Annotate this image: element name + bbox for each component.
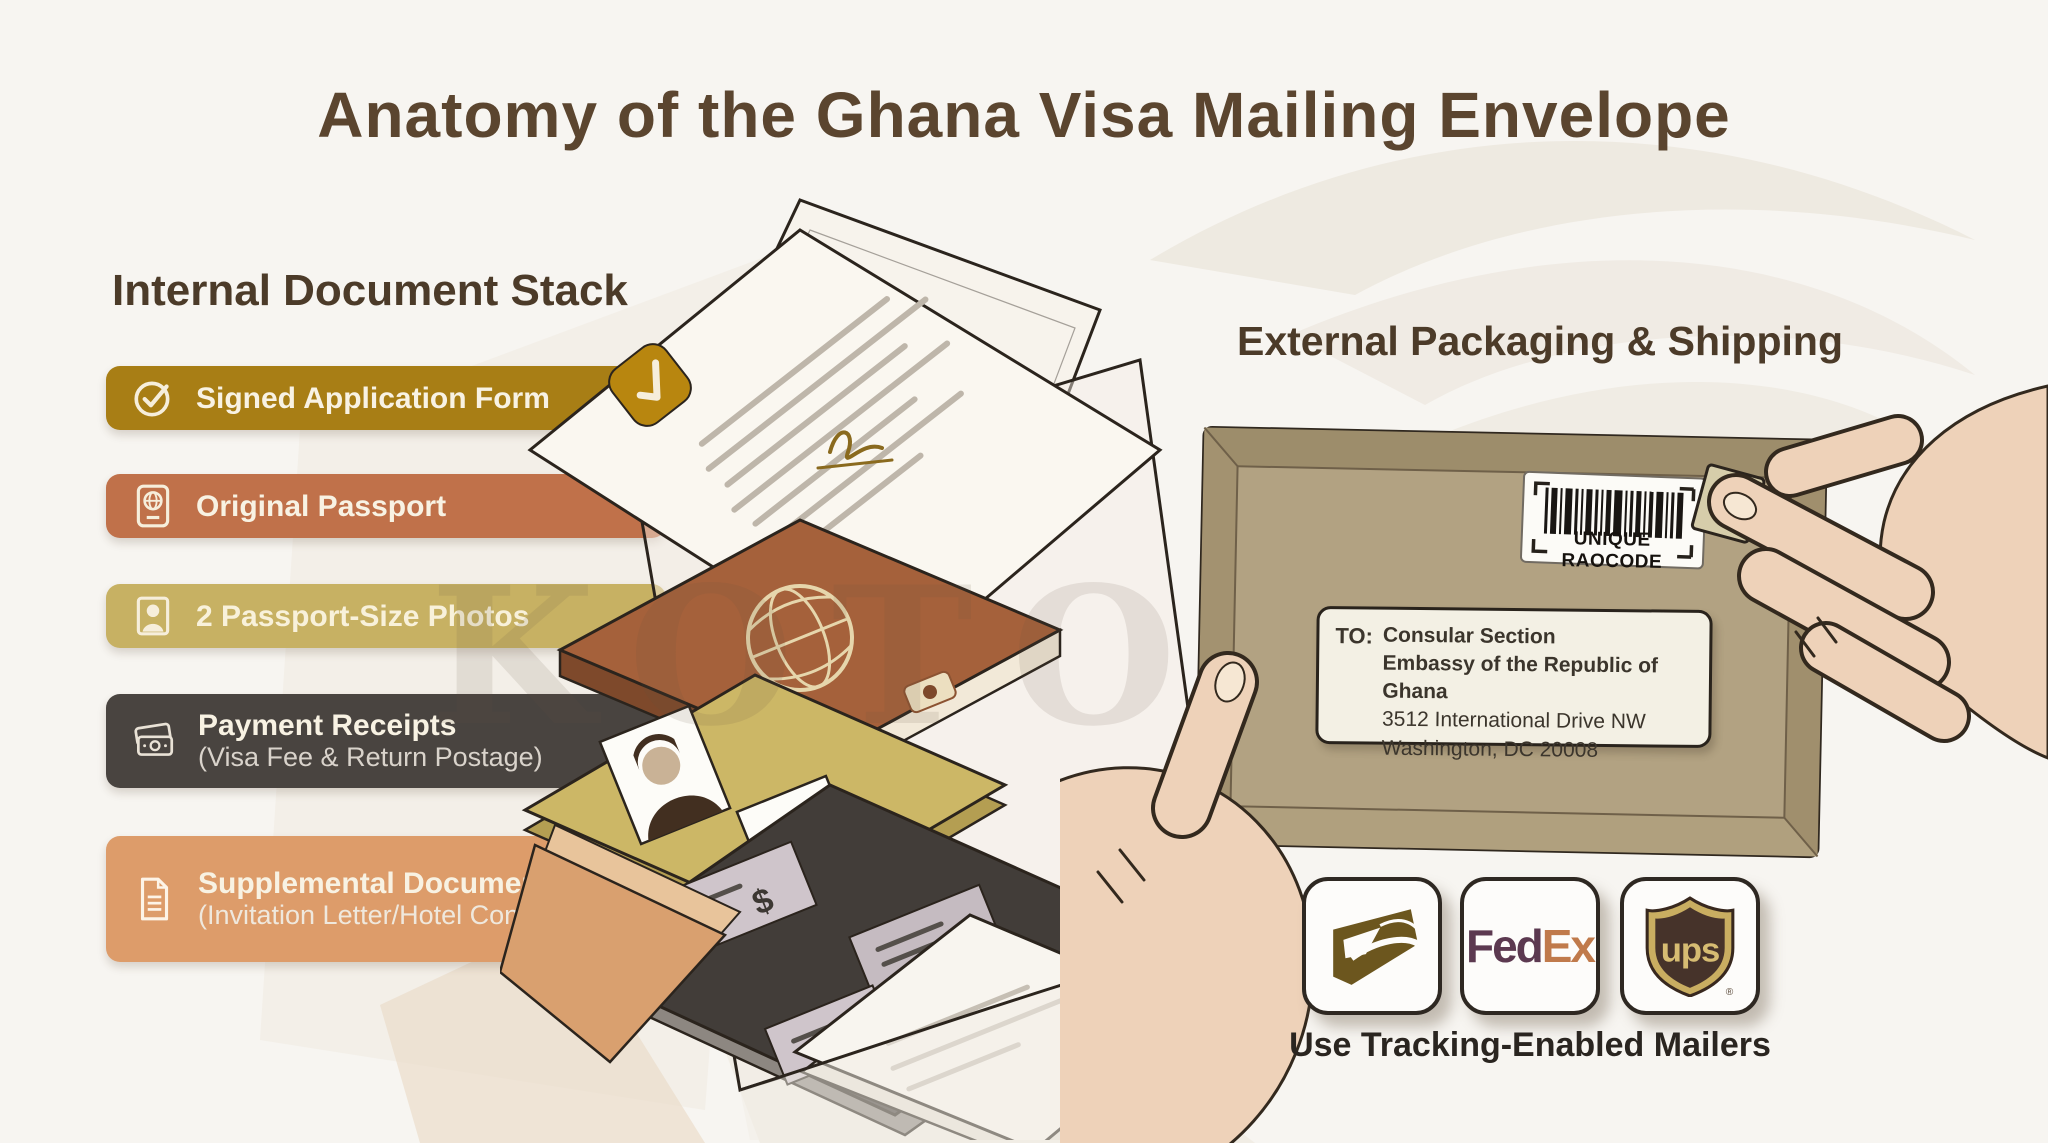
barcode-bars (1543, 487, 1684, 539)
stack-item-label: Signed Application Form (196, 381, 550, 415)
photo-person-icon (136, 596, 170, 636)
address-label: TO: Consular Section Embassy of the Repu… (1315, 605, 1713, 761)
address-line: Consular Section (1382, 623, 1556, 649)
carrier-tile-ups: ups ® (1620, 877, 1760, 1015)
check-circle-icon (134, 381, 170, 417)
tracking-mailers-caption: Use Tracking-Enabled Mailers (1289, 1026, 1771, 1064)
stack-item-label: Payment Receipts (198, 708, 457, 742)
barcode-sticker (1520, 470, 1707, 570)
document-icon (140, 877, 169, 921)
passport-icon (136, 484, 170, 528)
usps-eagle-icon (1333, 909, 1420, 985)
banknotes-icon (134, 722, 174, 756)
fedex-fed-text: Fed (1465, 920, 1544, 972)
stack-item-label: Original Passport (196, 489, 447, 523)
carrier-tile-usps (1302, 877, 1442, 1015)
stack-item-original-passport: Original Passport (106, 474, 666, 538)
stack-item-passport-photos: 2 Passport-Size Photos (106, 584, 666, 648)
passport-globe-emblem (746, 584, 854, 692)
ups-logo-text: ups (1661, 931, 1720, 969)
address-line: 3512 International Drive NW (1381, 707, 1646, 734)
supplemental-sheets (500, 823, 742, 1064)
application-form-sheet (527, 228, 1163, 715)
ups-registered-mark: ® (1726, 987, 1734, 997)
internal-stack-heading: Internal Document Stack (112, 266, 628, 315)
left-hand (1060, 651, 1315, 1143)
barcode-caption: UNIQUE RAOCODE (1561, 528, 1663, 573)
signature-squiggle (816, 430, 894, 470)
address-line: Embassy of the Republic of Ghana (1382, 651, 1659, 704)
barcode-corner-brackets (1531, 481, 1696, 559)
passport-camera-icon (903, 670, 957, 714)
fedex-ex-text: Ex (1541, 920, 1596, 972)
passport-photo-1 (598, 704, 732, 846)
right-hand (1707, 384, 2048, 760)
fedex-logo: FedEx (1465, 919, 1596, 973)
external-packaging-heading: External Packaging & Shipping (1236, 318, 1843, 364)
address-to-prefix: TO: (1335, 623, 1374, 649)
address-line: Washington, DC 20008 (1381, 736, 1599, 762)
check-badge-icon (608, 343, 692, 427)
stack-item-sublabel: (Visa Fee & Return Postage) (198, 741, 543, 772)
stack-item-signed-application-form: Signed Application Form (106, 366, 666, 430)
carrier-tile-fedex: FedEx (1460, 877, 1600, 1015)
stack-item-label: 2 Passport-Size Photos (196, 599, 530, 633)
ups-shield-icon: ups ® (1645, 896, 1735, 997)
stack-item-payment-receipts: Payment Receipts (Visa Fee & Return Post… (106, 694, 666, 788)
page-title: Anatomy of the Ghana Visa Mailing Envelo… (317, 79, 1731, 151)
